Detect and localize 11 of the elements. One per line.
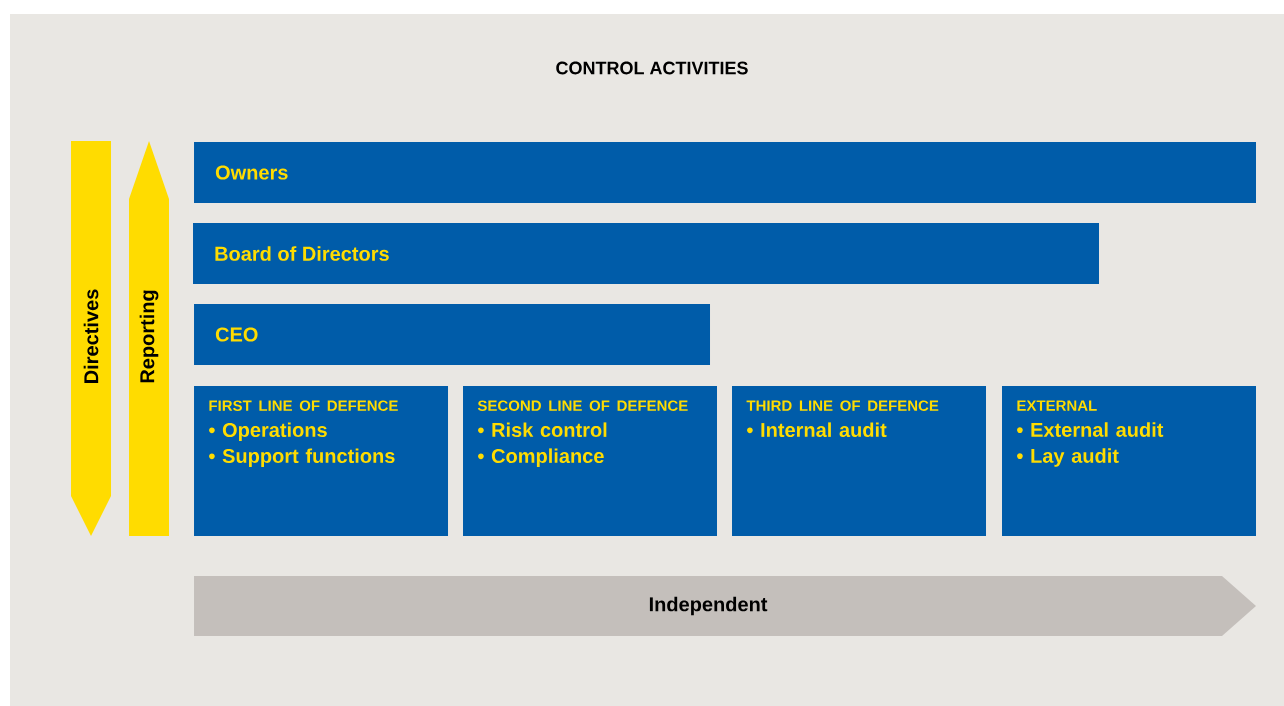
chevron-band: Independent	[194, 576, 1256, 636]
title: CONTROL ACTIVITIES	[556, 61, 748, 75]
level-bar: Board of Directors	[193, 223, 1099, 284]
defence-box: SECOND LINE OF DEFENCE • Risk control • Compliance	[463, 386, 717, 536]
level-bar: CEO	[194, 304, 710, 365]
pointed-banner: Reporting	[129, 141, 169, 536]
level-bar: Owners	[194, 142, 1256, 203]
defence-box: FIRST LINE OF DEFENCE • Operations • Support functions	[194, 386, 448, 536]
defence-box: EXTERNAL • External audit • Lay audit	[1002, 386, 1256, 536]
pointed-banner: Directives	[71, 141, 111, 536]
defence-box: THIRD LINE OF DEFENCE • Internal audit	[732, 386, 986, 536]
